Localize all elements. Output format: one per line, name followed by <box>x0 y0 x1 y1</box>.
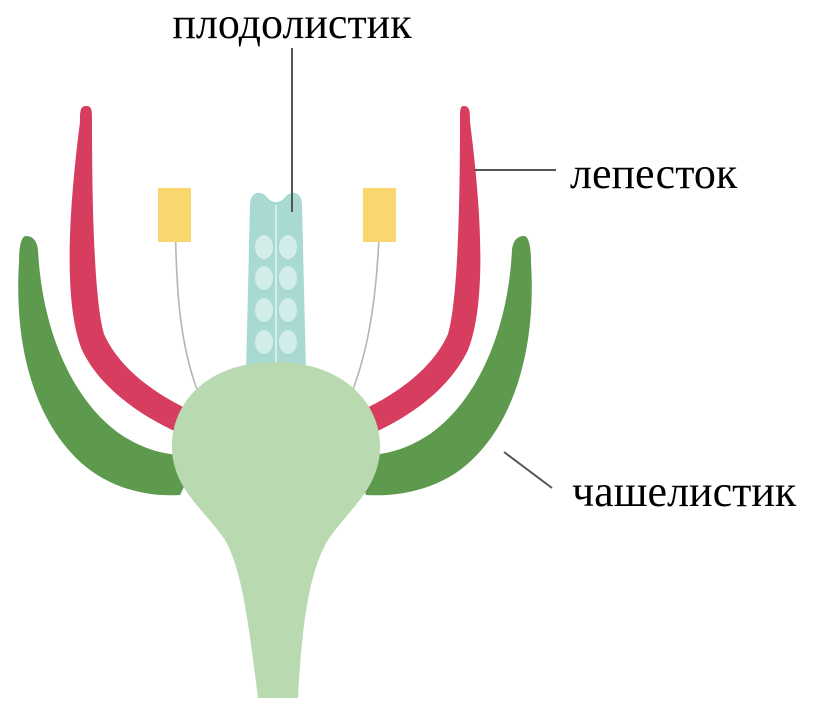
ovule <box>279 330 297 354</box>
petal-left <box>70 106 194 436</box>
ovule <box>255 266 273 290</box>
ovule <box>255 298 273 322</box>
sepal-leader-line <box>504 452 552 488</box>
receptacle <box>172 362 380 698</box>
carpel-label: плодолистик <box>172 0 412 48</box>
ovule <box>279 235 297 259</box>
ovule <box>255 330 273 354</box>
petal-label: лепесток <box>570 149 738 198</box>
ovule <box>279 266 297 290</box>
anther-left <box>158 188 191 242</box>
ovule <box>255 235 273 259</box>
anther-right <box>363 188 396 242</box>
ovule <box>279 298 297 322</box>
sepal-label: чашелистик <box>572 467 797 516</box>
